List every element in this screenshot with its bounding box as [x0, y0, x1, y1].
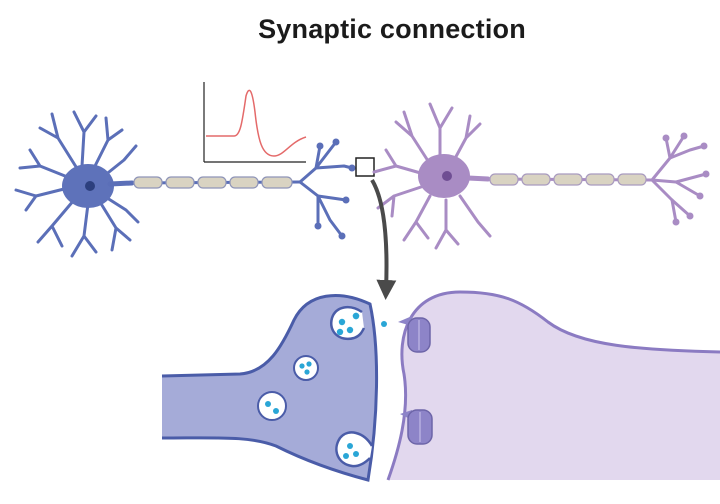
- presynaptic-membrane: [161, 294, 379, 482]
- zoom-box: [355, 157, 375, 177]
- action-potential-graph: [203, 82, 307, 163]
- postsynaptic-nucleus: [442, 171, 452, 181]
- zoom-arrow: [370, 178, 397, 300]
- postsynaptic-neuron: [372, 102, 710, 250]
- postsynaptic-axon-terminals: [650, 134, 708, 224]
- presynaptic-axon-terminals: [298, 140, 354, 238]
- vesicle: [293, 355, 319, 381]
- presynaptic-terminal-fill: [162, 295, 377, 480]
- presynaptic-dendrites: [14, 110, 140, 258]
- presynaptic-terminal-boutons: [314, 138, 356, 240]
- vesicle: [257, 391, 287, 421]
- postsynaptic-terminal-fill: [388, 292, 720, 480]
- presynaptic-axon-hillock: [107, 180, 135, 187]
- presynaptic-neuron: [14, 110, 356, 258]
- fusing-vesicle: [335, 431, 374, 468]
- postsynaptic-axon-hillock: [465, 175, 491, 182]
- postsynaptic-dendrites: [372, 102, 492, 250]
- fusing-vesicle: [329, 305, 366, 341]
- action-potential-trace: [206, 89, 307, 157]
- postsynaptic-terminal-boutons: [662, 132, 710, 226]
- neurotransmitter-molecules: [352, 312, 387, 327]
- presynaptic-myelin-sheath: [133, 176, 293, 189]
- postsynaptic-membrane: [386, 290, 720, 481]
- receptor: [398, 316, 431, 353]
- diagram-title: Synaptic connection: [258, 14, 526, 44]
- postsynaptic-myelin-sheath: [489, 173, 647, 186]
- presynaptic-nucleus: [85, 181, 95, 191]
- receptor: [400, 409, 433, 445]
